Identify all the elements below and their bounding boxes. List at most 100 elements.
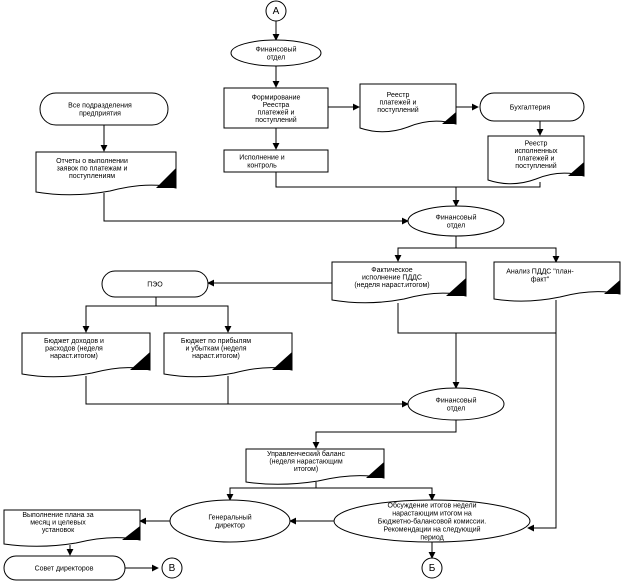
label-line: предприятия [79,111,121,118]
label-line: платежей и [258,108,295,116]
label-line: месяц и целевых [30,520,86,527]
label-line: поступлениям [69,173,115,180]
connector-v: В [161,557,183,579]
connector-a-label: А [273,6,280,17]
edge-fin-dept-low-to-mgmt-balance [312,420,457,449]
label-line: отдел [447,406,466,413]
label-line: период [420,535,443,542]
label-line: отдел [267,55,286,62]
label-line: Реестр [387,92,410,99]
edge-fin-dept-mid-to-pdds-analysis [456,247,560,263]
node-pdds-analysis: Анализ ПДДС "план-факт" [493,261,621,302]
node-peo-label: ПЭО [147,282,163,289]
label-line: отдел [447,223,466,230]
connector-b-label: Б [429,563,436,574]
label-line: Финансовый [256,46,297,54]
label-line: Фактическое [371,267,413,274]
label-line: расходов (неделя [45,346,103,353]
edge-peo-to-income-budget [82,297,157,333]
edge-pdds-analysis-to-fin-dept-low [456,300,557,334]
node-peo: ПЭО [101,270,209,298]
node-pdds-analysis-label: Анализ ПДДС "план-факт" [506,269,574,284]
node-board: Совет директоров [3,555,126,581]
edge-execution-control-to-fin-dept-mid [275,172,460,207]
edge-pdds-analysis-to-discussion [527,333,557,532]
node-accounting: Бухгалтерия [479,92,585,122]
label-line: Все подразделения [68,103,132,110]
edge-fin-dept-mid-to-actual-pdds [394,236,457,262]
label-line: Финансовый [436,397,477,405]
label-line: нараст.итогом) [192,353,240,360]
label-line: итогом) [294,466,318,473]
label-line: Реестра [263,102,290,109]
label-line: Управленческий баланс [267,450,346,458]
edge-budgets-to-fin-dept-low [85,376,409,408]
label-line: Бюджетно-балансовой комиссии. [378,518,486,526]
label-line: факт" [531,277,550,284]
label-line: контроль [247,163,277,170]
edge-reports-to-fin-dept-mid [103,193,409,225]
node-mgmt-balance-label: Управленческий баланс(неделя нарастающим… [267,450,346,473]
connector-a: А [265,0,287,22]
label-line: поступлений [515,162,557,170]
label-line: ПЭО [147,282,163,289]
label-line: Бюджет по прибылям [181,337,251,345]
label-line: поступлений [255,116,297,124]
connector-v-label: В [169,563,176,574]
connector-b: Б [421,557,443,579]
label-line: заявок по платежам и [57,166,128,173]
label-line: Обсуждение итогов недели [388,502,477,510]
label-line: (неделя нарастающим [269,459,342,466]
node-mgmt-balance: Управленческий баланс(неделя нарастающим… [245,448,385,485]
label-line: Генеральный [208,514,251,522]
label-line: Рекомендации на следующий [383,526,480,534]
label-line: директор [215,523,245,530]
edges [66,21,560,572]
label-line: Выполнение плана за [22,512,93,519]
label-line: Реестр [525,140,548,147]
label-line: Финансовый [436,214,477,222]
label-line: и убыткам (неделя [185,345,246,353]
label-line: Совет директоров [35,566,94,573]
label-line: Исполнение и [239,155,285,162]
label-line: Анализ ПДДС "план- [506,269,574,276]
edge-peo-to-profit-budget [156,305,232,333]
label-line: нарастающим итогом на [392,511,472,518]
node-board-label: Совет директоров [35,566,94,573]
label-line: поступлений [377,106,419,114]
label-line: исполнение ПДДС [362,275,422,282]
edge-actual-pdds-to-fin-dept-low [397,303,460,389]
label-line: (неделя нараст.итогом) [354,282,429,289]
label-line: платежей и [518,154,555,162]
label-line: Отчеты о выполнении [56,158,128,165]
node-accounting-label: Бухгалтерия [510,105,551,112]
label-line: исполненных [514,148,558,155]
edge-executed-registry-to-fin-dept-mid [456,182,541,188]
